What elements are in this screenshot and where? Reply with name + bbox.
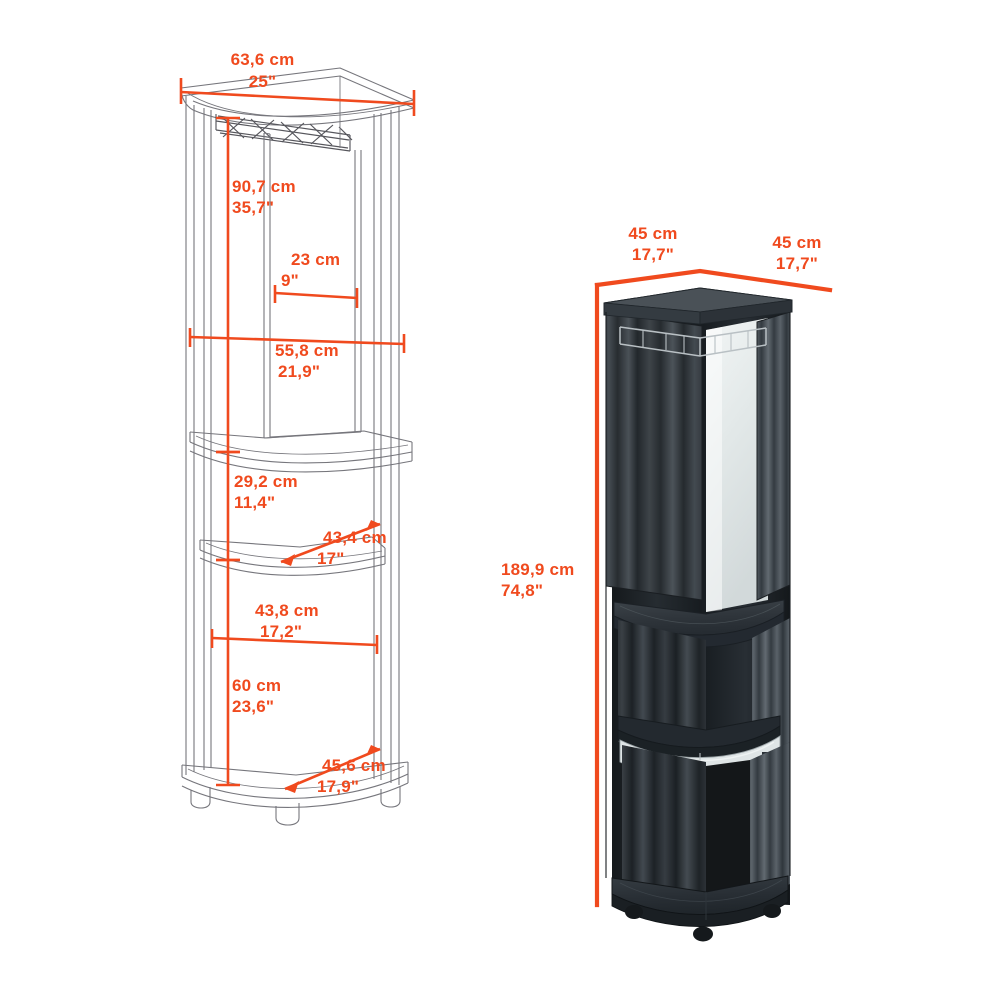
right-dimension-lines [594, 268, 833, 908]
label-total-height-inch: 74,8" [501, 581, 544, 600]
stemware-rack [215, 114, 353, 152]
label-mirror-width-cm: 23 cm [291, 250, 341, 269]
product-base [611, 875, 789, 927]
product-lower-shelf [617, 715, 781, 758]
label-middle-gap-inch: 11,4" [234, 493, 276, 512]
dim-top-width [179, 78, 416, 116]
label-shelf-depth-inch: 17" [317, 549, 345, 568]
label-lower-width-inch: 17,2" [260, 622, 303, 641]
right-side-panel [373, 106, 400, 785]
right-product-render [603, 287, 793, 942]
label-mirror-width-inch: 9" [281, 271, 299, 290]
dim-lower-width [210, 629, 379, 654]
dim-mirror-width [273, 285, 359, 308]
label-top-right-width-inch: 17,7" [775, 254, 819, 273]
label-upper-height-inch: 35,7" [232, 198, 275, 217]
dim-upper-height [216, 116, 240, 454]
label-lower-width-cm: 43,8 cm [255, 601, 319, 620]
product-feet [625, 904, 781, 942]
middle-shelf [189, 430, 413, 473]
label-top-right-width-cm: 45 cm [772, 233, 822, 252]
mirror-panel-shade [706, 327, 722, 612]
left-side-panel [185, 96, 212, 775]
product-stemware-rack [619, 326, 767, 357]
dim-base-depth [284, 745, 381, 793]
left-dimension-lines [179, 78, 416, 793]
label-total-height-cm: 189,9 cm [501, 560, 575, 579]
dim-lower-height [216, 558, 240, 787]
label-base-depth-inch: 17,9" [317, 777, 360, 796]
label-lower-height-cm: 60 cm [232, 676, 282, 695]
label-top-width-inch: 25" [248, 72, 277, 91]
label-top-left-width-cm: 45 cm [628, 224, 678, 243]
label-middle-gap-cm: 29,2 cm [234, 472, 298, 491]
label-upper-width-inch: 21,9" [278, 362, 321, 381]
cabinet-feet [190, 786, 401, 826]
label-upper-width-cm: 55,8 cm [275, 341, 339, 360]
left-line-drawing [180, 67, 415, 826]
label-top-left-width-inch: 17,7" [631, 245, 675, 264]
dim-shelf-depth [280, 520, 381, 566]
label-top-width-cm: 63,6 cm [230, 50, 295, 69]
dim-top-bracket [594, 268, 833, 293]
dim-upper-width [188, 328, 406, 353]
label-base-depth-cm: 45,6 cm [322, 756, 386, 775]
product-top-panel [603, 287, 793, 325]
label-shelf-depth-cm: 43,4 cm [323, 528, 387, 547]
label-lower-height-inch: 23,6" [232, 697, 275, 716]
bottom-cavity [706, 760, 750, 892]
label-upper-height-cm: 90,7 cm [232, 177, 296, 196]
